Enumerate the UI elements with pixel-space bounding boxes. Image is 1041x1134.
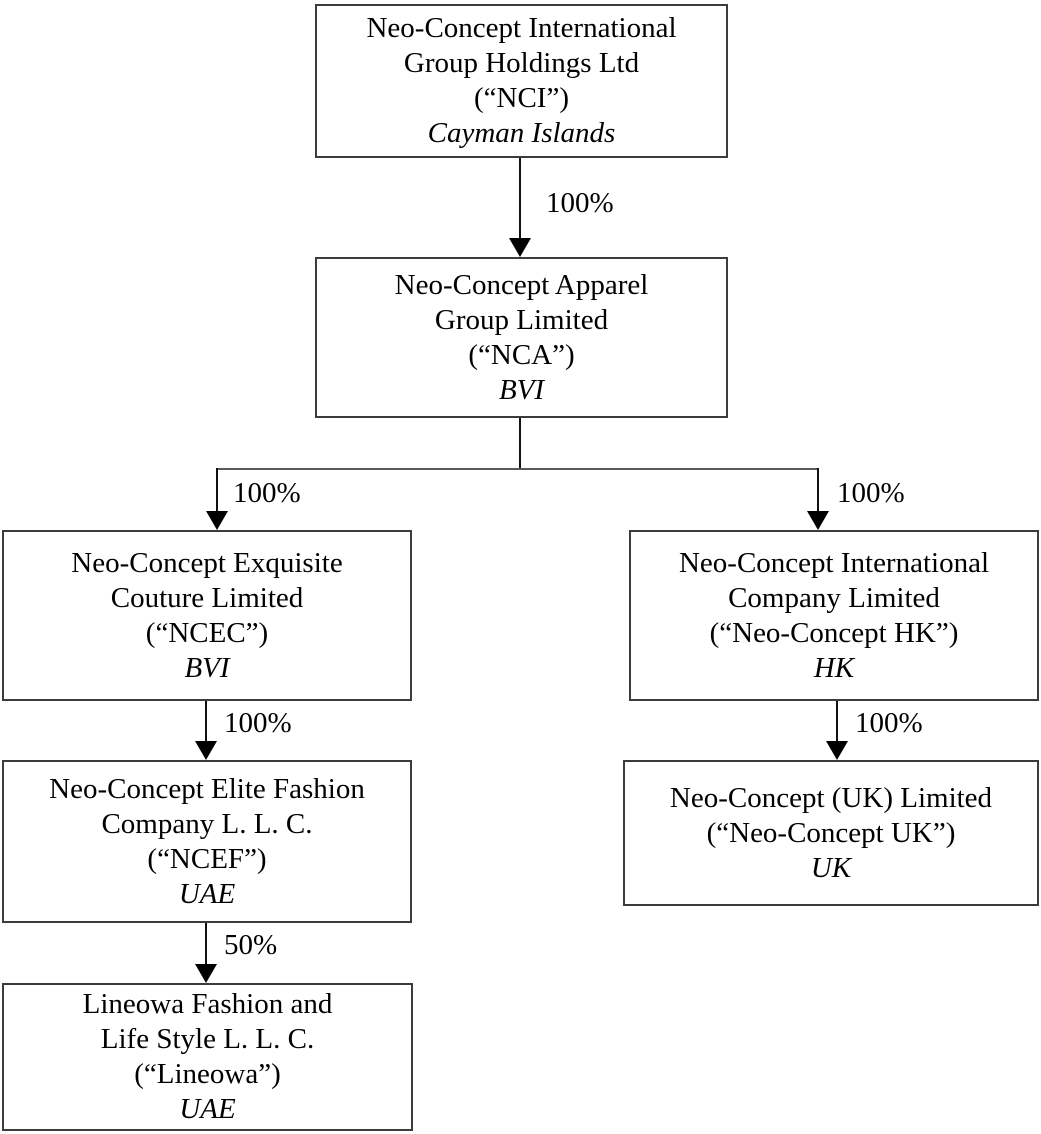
company-name-line: Neo-Concept International xyxy=(678,546,990,579)
node-ncec: Neo-Concept Exquisite Couture Limited (“… xyxy=(2,530,412,701)
jurisdiction-label: BVI xyxy=(498,373,545,406)
company-name-line: Neo-Concept Apparel xyxy=(394,268,649,301)
company-name-line: Group Holdings Ltd xyxy=(403,47,640,79)
edge-nca-ncec-line xyxy=(216,468,218,512)
company-name-line: Group Limited xyxy=(434,303,609,336)
node-nci: Neo-Concept International Group Holdings… xyxy=(315,4,728,158)
arrowhead-icon xyxy=(195,741,217,760)
ownership-percent-label: 100% xyxy=(546,187,614,219)
company-name-line: Neo-Concept Elite Fashion xyxy=(49,772,365,805)
node-nca: Neo-Concept Apparel Group Limited (“NCA”… xyxy=(315,257,728,418)
node-lineowa: Lineowa Fashion and Life Style L. L. C. … xyxy=(2,983,413,1131)
arrowhead-icon xyxy=(826,741,848,760)
company-name-line: Neo-Concept International xyxy=(366,12,677,44)
jurisdiction-label: HK xyxy=(813,651,855,684)
jurisdiction-label: UAE xyxy=(178,877,236,910)
company-name-line: Lineowa Fashion and xyxy=(82,988,333,1020)
company-abbreviation: (“NCEF”) xyxy=(147,842,267,875)
company-name-line: Company Limited xyxy=(728,581,940,614)
company-name-line: Neo-Concept (UK) Limited xyxy=(669,781,993,814)
company-abbreviation: (“Lineowa”) xyxy=(134,1058,281,1090)
arrowhead-icon xyxy=(807,511,829,530)
edge-hk-uk-line xyxy=(836,701,838,742)
edge-nci-nca-line xyxy=(519,158,521,239)
jurisdiction-label: UK xyxy=(810,851,852,884)
company-abbreviation: (“NCEC”) xyxy=(145,616,269,649)
company-abbreviation: (“Neo-Concept HK”) xyxy=(709,616,959,649)
jurisdiction-label: BVI xyxy=(184,651,230,684)
jurisdiction-label: Cayman Islands xyxy=(427,117,616,149)
ownership-percent-label: 100% xyxy=(837,477,905,509)
edge-ncef-lineowa-line xyxy=(205,923,207,965)
edge-ncec-ncef-line xyxy=(205,701,207,742)
node-ncef: Neo-Concept Elite Fashion Company L. L. … xyxy=(2,760,412,923)
arrowhead-icon xyxy=(195,964,217,983)
company-abbreviation: (“Neo-Concept UK”) xyxy=(706,816,956,849)
arrowhead-icon xyxy=(206,511,228,530)
company-name-line: Neo-Concept Exquisite xyxy=(71,546,343,579)
ownership-percent-label: 50% xyxy=(224,929,278,961)
edge-nca-hk-line xyxy=(817,468,819,512)
ownership-percent-label: 100% xyxy=(224,707,292,739)
node-neo-concept-uk: Neo-Concept (UK) Limited (“Neo-Concept U… xyxy=(623,760,1039,906)
edge-nca-branch-stem xyxy=(519,418,521,469)
company-abbreviation: (“NCA”) xyxy=(468,338,575,371)
company-name-line: Life Style L. L. C. xyxy=(100,1023,315,1055)
ownership-percent-label: 100% xyxy=(233,477,301,509)
edge-nca-branch-rail xyxy=(216,468,819,470)
company-name-line: Couture Limited xyxy=(110,581,304,614)
company-name-line: Company L. L. C. xyxy=(101,807,313,840)
node-neo-concept-hk: Neo-Concept International Company Limite… xyxy=(629,530,1039,701)
arrowhead-icon xyxy=(509,238,531,257)
company-abbreviation: (“NCI”) xyxy=(473,82,569,114)
jurisdiction-label: UAE xyxy=(179,1093,236,1125)
ownership-percent-label: 100% xyxy=(855,707,923,739)
